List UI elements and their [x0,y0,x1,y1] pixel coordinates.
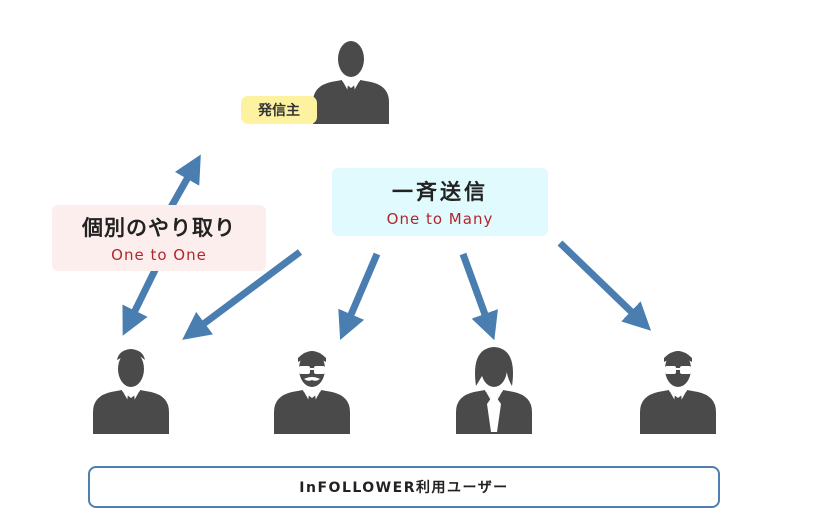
user-glasses-mustache-icon [274,347,350,434]
arrow-broadcast-to-user-4 [557,240,652,331]
arrow-up-to-sender [166,154,201,211]
user-glasses-icon [640,347,716,434]
individual-title: 個別のやり取り [82,216,236,240]
arrow-broadcast-to-user-2 [338,252,381,341]
sender-tag: 発信主 [241,96,317,124]
sender-person-icon [313,37,389,124]
individual-box: 個別のやり取り One to One [52,205,266,271]
arrow-down-to-user-1 [122,266,160,336]
arrow-broadcast-to-user-3 [459,252,498,341]
users-label: InFOLLOWER利用ユーザー [299,480,509,496]
broadcast-box: 一斉送信 One to Many [332,168,548,236]
individual-subtitle: One to One [111,246,207,264]
broadcast-subtitle: One to Many [386,210,494,228]
sender-label: 発信主 [258,103,300,119]
users-bar: InFOLLOWER利用ユーザー [88,466,720,508]
user-icon [93,347,169,434]
user-woman-icon [456,347,532,434]
arrow-broadcast-to-user-1 [182,249,303,340]
broadcast-title: 一斉送信 [392,180,488,204]
